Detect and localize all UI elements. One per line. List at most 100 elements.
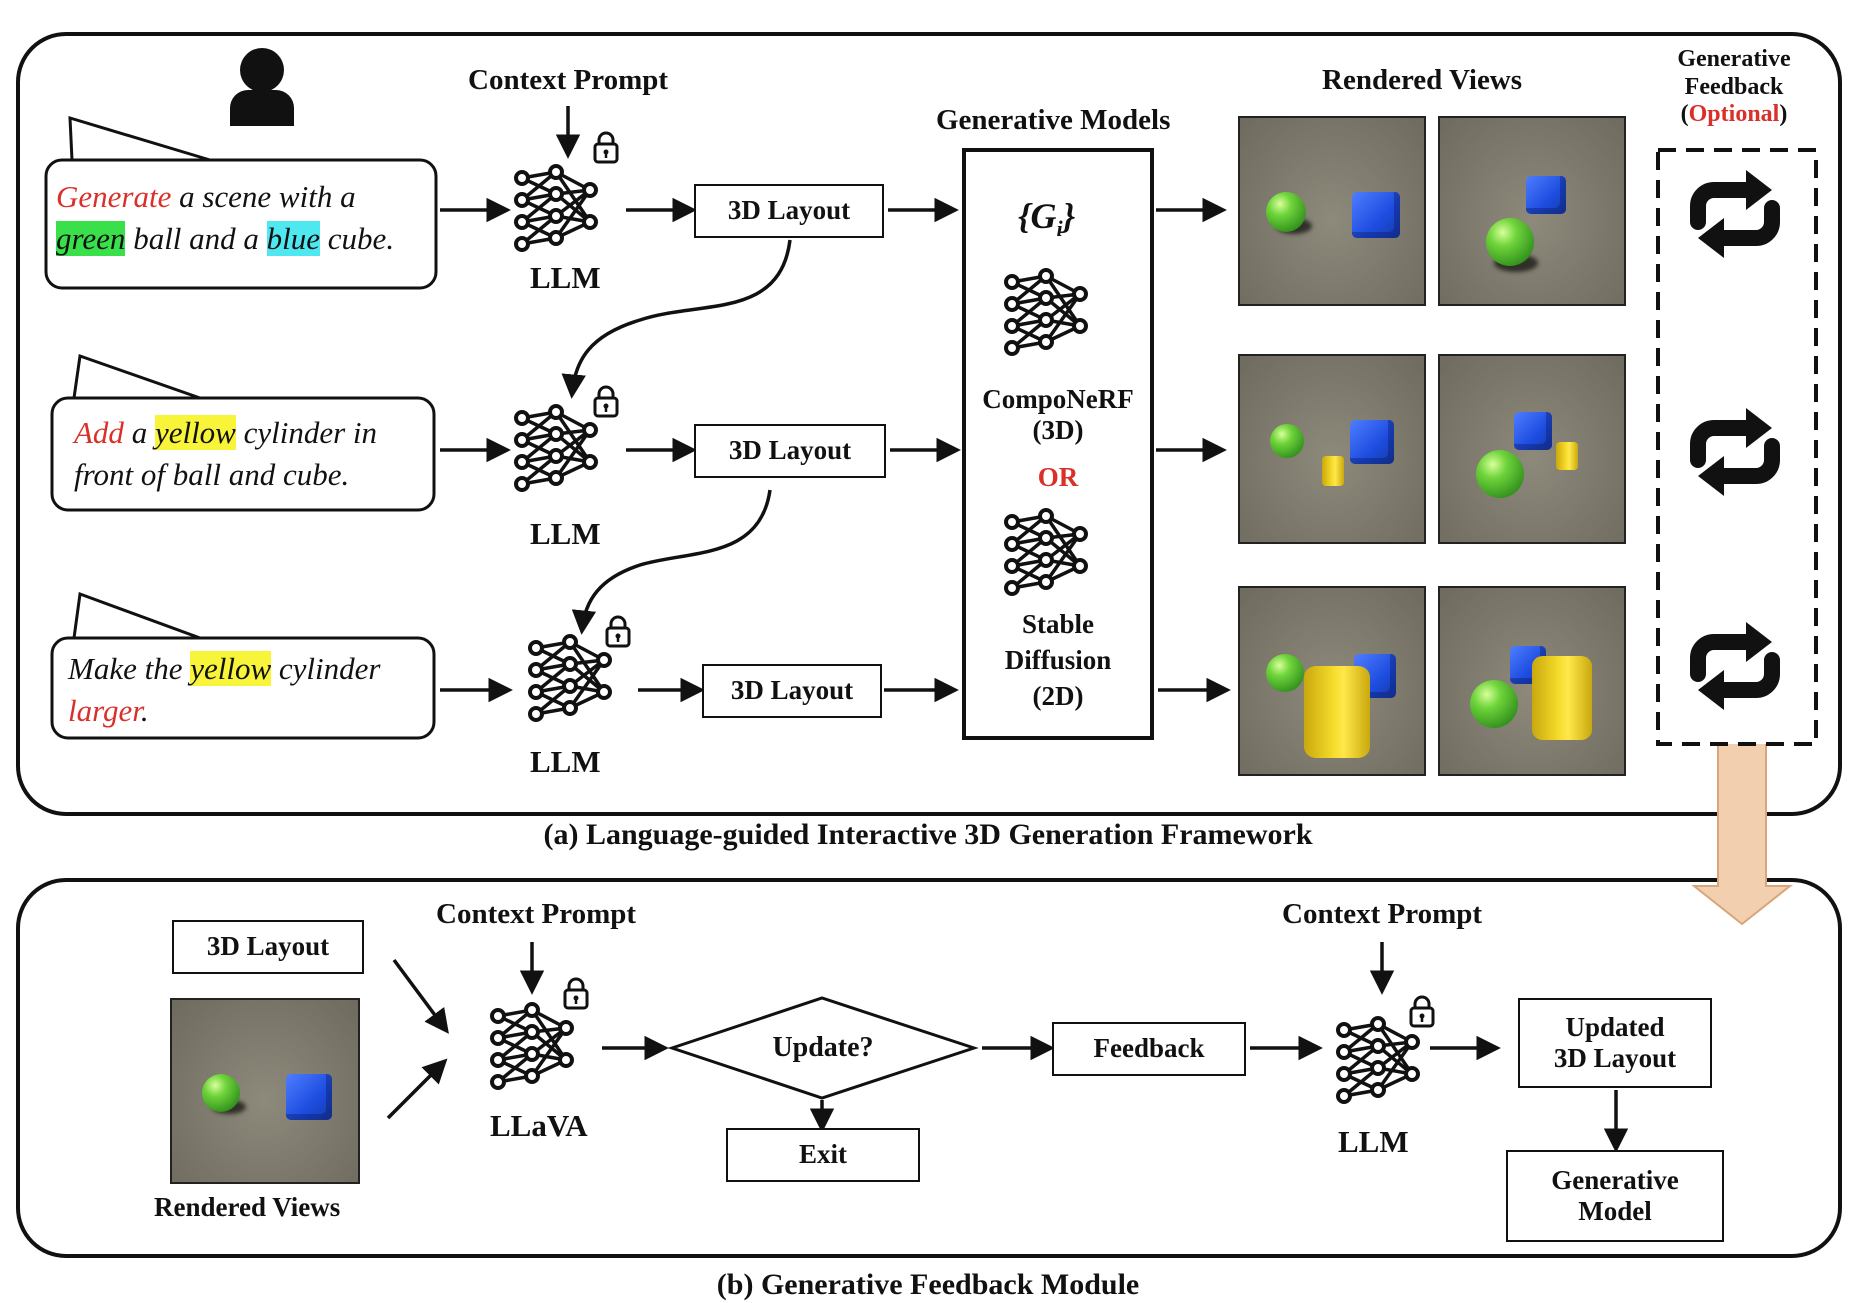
prompt-1-part-5: blue (266, 221, 321, 256)
stable-diffusion-dim: (2D) (1032, 681, 1084, 711)
llm-label-b: LLM (1338, 1124, 1409, 1159)
feedback-title-line-1: Generative (1677, 46, 1791, 72)
green-ball (1470, 680, 1518, 728)
prompt-text-2: Add a yellow cylinder in front of ball a… (74, 412, 377, 496)
prompt-1-part-2: a scene with a (171, 179, 356, 214)
lock-icon-3 (605, 615, 631, 648)
neural-network-icon-llm-b (1336, 1016, 1420, 1104)
feedback-title-close: ) (1779, 101, 1788, 128)
lock-icon-llm-b (1409, 995, 1435, 1028)
yellow-cylinder (1556, 442, 1578, 470)
speech-bubble-2 (50, 353, 436, 512)
feedback-title-line-2: Feedback (1684, 73, 1784, 100)
componerf-label: CompoNeRF (3D) (964, 384, 1152, 446)
green-ball (202, 1074, 240, 1112)
generative-models-title: Generative Models (936, 104, 1171, 136)
yellow-cylinder (1532, 656, 1592, 740)
feedback-box: Feedback (1052, 1022, 1246, 1076)
lock-icon-llava (563, 977, 589, 1010)
yellow-cylinder (1322, 456, 1344, 486)
speech-bubble-1 (44, 115, 438, 290)
blue-cube (1514, 412, 1552, 450)
updated-layout-line-1: Updated (1565, 1011, 1665, 1042)
blue-cube (286, 1074, 332, 1120)
generator-set-open: {G (1018, 196, 1057, 236)
prompt-3-part-4: larger (68, 693, 141, 728)
blue-cube (1352, 192, 1400, 238)
llava-label: LLaVA (490, 1108, 588, 1143)
prompt-3-part-3: cylinder (271, 651, 381, 686)
prompt-2-part-5: front of ball and cube. (74, 457, 350, 492)
rendered-view-2a (1238, 354, 1426, 544)
rendered-views-title: Rendered Views (1322, 64, 1523, 96)
generator-set-close: } (1062, 196, 1076, 236)
generative-model-line-2: Model (1578, 1196, 1652, 1226)
neural-network-icon-llava (490, 1002, 574, 1090)
exit-box: Exit (726, 1128, 920, 1182)
or-label: OR (1037, 462, 1079, 492)
rendered-views-label-b: Rendered Views (154, 1192, 341, 1222)
stable-diffusion-label: Stable Diffusion (2D) (964, 606, 1152, 714)
prompt-text-3: Make the yellow cylinder larger. (68, 648, 380, 732)
stable-diffusion-name-2: Diffusion (1004, 645, 1112, 675)
generator-set-symbol: {Gi} (1018, 196, 1075, 241)
neural-network-icon-llm-3 (528, 634, 612, 722)
prompt-3-part-2: yellow (190, 651, 272, 686)
llm-label-1: LLM (530, 260, 601, 295)
green-ball (1270, 424, 1304, 458)
context-prompt-label-b-right: Context Prompt (1282, 898, 1483, 930)
prompt-2-part-3: yellow (154, 415, 236, 450)
decision-label: Update? (772, 1032, 874, 1063)
rendered-view-2b (1438, 354, 1626, 544)
green-ball (1266, 192, 1306, 232)
prompt-text-1: Generate a scene with a green ball and a… (56, 176, 394, 260)
componerf-name: CompoNeRF (982, 384, 1134, 414)
llm-label-3: LLM (530, 744, 601, 779)
feedback-transition-arrow (1691, 737, 1793, 926)
context-prompt-label-b-left: Context Prompt (436, 898, 637, 930)
blue-cube (1350, 420, 1394, 464)
layout-box-1: 3D Layout (694, 184, 884, 238)
prompt-2-part-2: a (123, 415, 155, 450)
stable-diffusion-name-1: Stable (1021, 609, 1094, 639)
neural-network-icon-llm-1 (514, 164, 598, 252)
prompt-2-part-1: Add (74, 415, 124, 450)
panel-b-frame (16, 878, 1842, 1258)
panel-a-frame (16, 32, 1842, 816)
prompt-2-part-4: cylinder in (235, 415, 378, 450)
prompt-1-part-4: ball and a (125, 221, 267, 256)
green-ball (1486, 218, 1534, 266)
layout-box-3: 3D Layout (702, 664, 882, 718)
lock-icon-1 (593, 131, 619, 164)
generative-feedback-title: Generative Feedback (Optional) (1664, 46, 1804, 129)
generator-set-subscript: i (1056, 216, 1063, 242)
input-rendered-view (170, 998, 360, 1184)
rendered-view-1b (1438, 116, 1626, 306)
prompt-3-part-1: Make the (68, 651, 191, 686)
layout-box-2: 3D Layout (694, 424, 886, 478)
feedback-title-line-3: (Optional) (1664, 101, 1804, 129)
updated-layout-box: Updated 3D Layout (1518, 998, 1712, 1088)
generative-models-box (962, 148, 1154, 740)
green-ball (1476, 450, 1524, 498)
panel-a-caption: (a) Language-guided Interactive 3D Gener… (543, 818, 1313, 851)
yellow-cylinder (1304, 666, 1370, 758)
generative-model-line-1: Generative (1551, 1164, 1679, 1195)
prompt-1-part-6: cube. (320, 221, 395, 256)
context-prompt-label-a: Context Prompt (468, 64, 669, 96)
panel-b-caption: (b) Generative Feedback Module (716, 1268, 1140, 1301)
prompt-1-part-1: Generate (56, 179, 172, 214)
feedback-title-optional: Optional (1688, 101, 1780, 128)
rendered-view-3b (1438, 586, 1626, 776)
green-ball (1266, 654, 1304, 692)
updated-layout-line-2: 3D Layout (1553, 1043, 1677, 1073)
componerf-dim: (3D) (1032, 415, 1084, 446)
feedback-title-open: ( (1680, 101, 1689, 128)
llm-label-2: LLM (530, 516, 601, 551)
generative-model-box: Generative Model (1506, 1150, 1724, 1242)
decision-diamond (667, 996, 979, 1100)
rendered-view-3a (1238, 586, 1426, 776)
prompt-3-part-5: . (140, 693, 149, 728)
lock-icon-2 (593, 385, 619, 418)
rendered-view-1a (1238, 116, 1426, 306)
